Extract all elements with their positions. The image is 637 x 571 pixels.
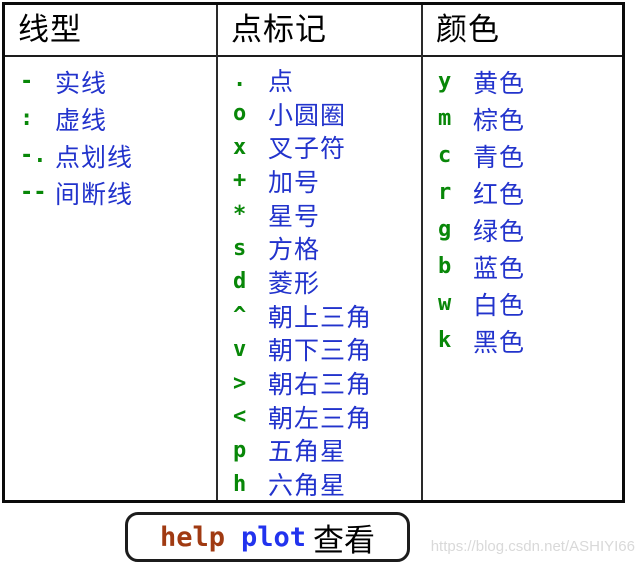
- format-symbol: s: [233, 235, 247, 261]
- format-label: 朝右三角: [268, 372, 373, 400]
- column-header: 线型: [5, 5, 216, 57]
- format-symbol: r: [438, 180, 452, 205]
- format-label: 白色: [473, 292, 526, 320]
- table-row: o 小圆圈: [218, 97, 421, 131]
- format-symbol: o: [233, 101, 247, 127]
- table-row: w 白色: [423, 285, 622, 322]
- format-symbol: .: [233, 67, 247, 93]
- format-label: 小圆圈: [268, 102, 347, 130]
- format-label: 五角星: [268, 439, 347, 467]
- format-symbol: p: [233, 437, 247, 463]
- format-symbol: d: [233, 269, 247, 295]
- table-row: p 五角星: [218, 434, 421, 468]
- table-row: d 菱形: [218, 265, 421, 299]
- format-symbol: :: [20, 106, 34, 131]
- table-row: m 棕色: [423, 100, 622, 137]
- table-row: -- 间断线: [5, 174, 216, 211]
- format-symbol: -.: [20, 143, 47, 168]
- format-label: 点划线: [55, 144, 134, 172]
- format-symbol: y: [438, 69, 452, 94]
- plot-keyword: plot: [241, 521, 307, 553]
- table-row: s 方格: [218, 231, 421, 265]
- format-symbol: v: [233, 336, 247, 362]
- format-label: 加号: [268, 169, 321, 197]
- table-row: .点: [218, 63, 421, 97]
- format-symbol: +: [233, 168, 247, 194]
- format-label: 绿色: [473, 218, 526, 246]
- format-symbol: ^: [233, 303, 247, 329]
- format-symbol: m: [438, 106, 452, 131]
- table-row: > 朝右三角: [218, 366, 421, 400]
- help-keyword: help: [159, 521, 225, 553]
- format-label: 点: [268, 68, 295, 96]
- column-header: 颜色: [423, 5, 622, 57]
- table-row: ^ 朝上三角: [218, 299, 421, 333]
- table-row: < 朝左三角: [218, 400, 421, 434]
- format-label: 蓝色: [473, 255, 526, 283]
- format-label: 实线: [55, 70, 108, 98]
- table-column-0: 线型 -实线: 虚线 -. 点划线 -- 间断线: [5, 5, 216, 500]
- format-label: 间断线: [55, 181, 134, 209]
- table-row: v 朝下三角: [218, 333, 421, 367]
- format-symbol: --: [20, 180, 47, 205]
- format-label: 朝上三角: [268, 304, 373, 332]
- column-header: 点标记: [218, 5, 421, 57]
- format-symbol: >: [233, 370, 247, 396]
- format-symbol: <: [233, 404, 247, 430]
- table-row: + 加号: [218, 164, 421, 198]
- format-label: 棕色: [473, 107, 526, 135]
- format-label: 红色: [473, 181, 526, 209]
- table-row: -实线: [5, 63, 216, 100]
- table-row: x 叉子符: [218, 130, 421, 164]
- column-body: -实线: 虚线 -. 点划线 -- 间断线: [5, 57, 216, 500]
- format-label: 黑色: [473, 329, 526, 357]
- column-body: y 黄色 m 棕色 c 青色 r 红色 g 绿色 b 蓝色 w 白色 k 黑色: [423, 57, 622, 500]
- table-row: -. 点划线: [5, 137, 216, 174]
- format-label: 六角星: [268, 473, 347, 500]
- table-row: k 黑色: [423, 322, 622, 359]
- format-label: 菱形: [268, 270, 321, 298]
- format-symbol: b: [438, 254, 452, 279]
- format-symbol: g: [438, 217, 452, 242]
- watermark-url: https://blog.csdn.net/ASHIYI66: [430, 538, 635, 555]
- format-symbol: -: [20, 69, 34, 94]
- table-row: : 虚线: [5, 100, 216, 137]
- table-row: g 绿色: [423, 211, 622, 248]
- help-command-box: help plot 查看: [125, 512, 410, 562]
- format-symbol: w: [438, 291, 452, 316]
- help-suffix-text: 查看: [313, 522, 376, 558]
- format-symbol: c: [438, 143, 452, 168]
- table-row: y 黄色: [423, 63, 622, 100]
- format-symbol: x: [233, 134, 247, 160]
- table-row: c 青色: [423, 137, 622, 174]
- table-row: * 星号: [218, 198, 421, 232]
- format-label: 朝下三角: [268, 338, 373, 366]
- format-label: 虚线: [55, 107, 108, 135]
- table-row: r 红色: [423, 174, 622, 211]
- format-label: 方格: [268, 237, 321, 265]
- format-symbol: k: [438, 328, 452, 353]
- format-label: 星号: [268, 203, 321, 231]
- format-label: 青色: [473, 144, 526, 172]
- format-label: 朝左三角: [268, 405, 373, 433]
- format-label: 黄色: [473, 70, 526, 98]
- format-label: 叉子符: [268, 136, 347, 164]
- table-column-2: 颜色 y 黄色 m 棕色 c 青色 r 红色 g 绿色 b 蓝色 w 白色 k 黑色: [421, 5, 622, 500]
- format-symbol: h: [233, 471, 247, 497]
- table-row: b 蓝色: [423, 248, 622, 285]
- format-symbol: *: [233, 202, 247, 228]
- table-row: h 六角星: [218, 467, 421, 500]
